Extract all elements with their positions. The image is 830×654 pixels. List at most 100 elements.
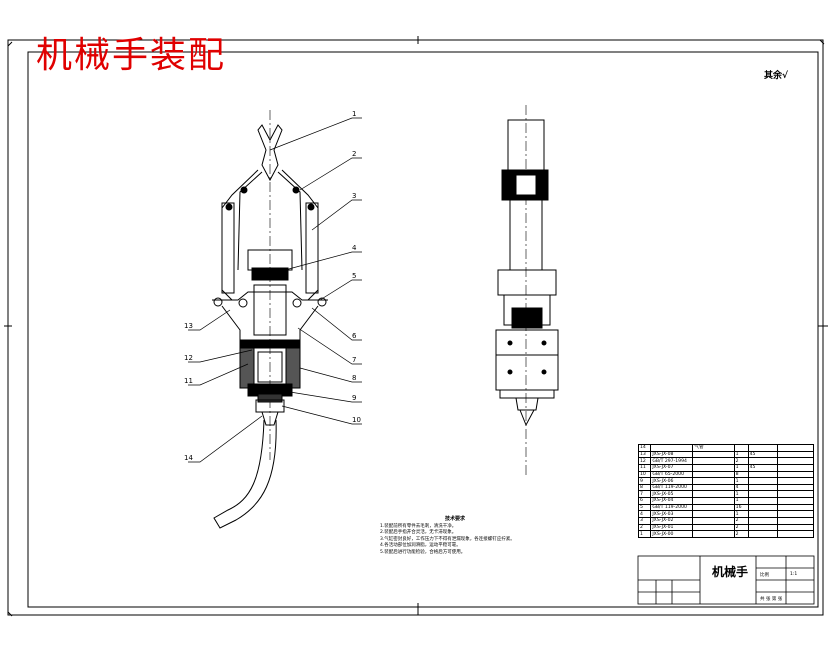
bom-cell-no: 5 xyxy=(637,503,652,512)
technical-notes: 技术要求 1.装配前所有零件去毛刺，清洗干净。 2.装配后手指开合灵活，无卡滞现… xyxy=(380,516,530,557)
bom-cell-no: 7 xyxy=(637,490,652,499)
title-block-scale-label: 比例 xyxy=(760,573,769,578)
bom-cell-qty: 2 xyxy=(733,457,749,465)
balloon-11: 11 xyxy=(184,377,193,385)
bom-cell-no: 3 xyxy=(637,517,652,525)
bom-row: 14 气管 xyxy=(637,444,815,452)
note-line: 1.装配前所有零件去毛刺，清洗干净。 xyxy=(380,523,457,529)
bom-cell-qty: 2 xyxy=(733,530,749,538)
balloon-3: 3 xyxy=(352,192,356,200)
bom-cell-qty: 2 xyxy=(733,523,749,532)
bom-cell-material xyxy=(747,470,778,479)
balloon-labels: 1 2 3 4 5 6 7 8 9 10 11 12 13 14 xyxy=(184,110,361,462)
bom-cell-note xyxy=(776,450,815,459)
balloon-1: 1 xyxy=(352,110,356,118)
bom-cell-qty: 4 xyxy=(733,483,749,492)
bom-cell-material xyxy=(747,503,778,512)
bom-cell-code: JXS-JX-01 xyxy=(650,523,694,532)
bom-cell-no: 6 xyxy=(637,497,652,505)
bom-cell-note xyxy=(776,490,815,499)
bom-cell-qty xyxy=(733,444,749,452)
bom-cell-qty: 1 xyxy=(733,463,749,472)
note-line: 4.各活动部位加润滑脂，运动平稳可靠。 xyxy=(380,543,461,549)
title-block-scale-value: 1:1 xyxy=(790,572,798,577)
bom-cell-material xyxy=(747,497,778,505)
bom-cell-name xyxy=(692,470,735,479)
bom-cell-material xyxy=(747,483,778,492)
bom-cell-material: 45 xyxy=(747,463,778,472)
bom-cell-material xyxy=(747,523,778,532)
bom-cell-qty: 2 xyxy=(733,517,749,525)
bom-cell-note xyxy=(776,503,815,512)
title-block-part-name: 机械手 xyxy=(712,565,749,579)
balloon-9: 9 xyxy=(352,394,356,402)
balloon-12: 12 xyxy=(184,354,193,362)
bom-cell-note xyxy=(776,463,815,472)
bom-cell-no: 8 xyxy=(637,483,652,492)
title-block-sheet: 共 张 第 张 xyxy=(760,597,783,602)
bom-cell-material xyxy=(747,457,778,465)
bom-cell-code: GB/T 297-1994 xyxy=(650,457,694,465)
bom-cell-name xyxy=(692,463,735,472)
balloon-leaders xyxy=(188,117,362,463)
bom-cell-material xyxy=(747,444,778,452)
bom-cell-no: 1 xyxy=(637,530,652,538)
notes-heading: 技术要求 xyxy=(444,516,465,522)
bom-cell-qty: 1 xyxy=(733,510,749,519)
bom-cell-material xyxy=(747,477,778,485)
bom-cell-code xyxy=(650,444,694,452)
bom-cell-name xyxy=(692,477,735,485)
bom-cell-material xyxy=(747,490,778,499)
title-block-grid xyxy=(637,555,815,605)
bom-cell-note xyxy=(776,444,815,452)
bom-cell-name xyxy=(692,497,735,505)
bom-cell-no: 2 xyxy=(637,523,652,532)
bom-cell-name xyxy=(692,457,735,465)
bom-cell-note xyxy=(776,457,815,465)
balloon-6: 6 xyxy=(352,332,357,340)
bom-cell-code: JXS-JX-04 xyxy=(650,497,694,505)
front-view xyxy=(212,110,328,529)
bom-cell-no: 12 xyxy=(637,457,652,465)
balloon-5: 5 xyxy=(352,272,356,280)
bom-cell-code: JXS-JX-08 xyxy=(650,450,694,459)
bom-cell-code: JXS-JX-02 xyxy=(650,517,694,525)
bom-cell-name xyxy=(692,490,735,499)
bom-cell-note xyxy=(776,483,815,492)
bom-cell-no: 9 xyxy=(637,477,652,485)
bom-cell-name xyxy=(692,503,735,512)
bom-cell-note xyxy=(776,517,815,525)
bom-cell-name xyxy=(692,483,735,492)
note-line: 3.气缸密封良好，工作压力下不得有泄漏现象，各连接螺钉应拧紧。 xyxy=(380,536,515,542)
bom-cell-no: 11 xyxy=(637,463,652,472)
bom-cell-name xyxy=(692,530,735,538)
bom-cell-name: 气管 xyxy=(692,444,735,452)
bom-cell-code: JXS-JX-05 xyxy=(650,490,694,499)
bom-cell-note xyxy=(776,497,815,505)
bom-cell-code: JXS-JX-07 xyxy=(650,463,694,472)
drawing-title: 机械手装配 xyxy=(36,35,227,76)
bom-cell-no: 4 xyxy=(637,510,652,519)
bom-cell-code: GB/T 65-2000 xyxy=(650,470,694,479)
bom-cell-no: 14 xyxy=(637,444,652,452)
bom-cell-name xyxy=(692,523,735,532)
bom-cell-material xyxy=(747,510,778,519)
bom-cell-no: 10 xyxy=(637,470,652,479)
bom-cell-qty: 1 xyxy=(733,477,749,485)
bom-cell-note xyxy=(776,477,815,485)
bom-cell-name xyxy=(692,510,735,519)
bom-cell-note xyxy=(776,510,815,519)
bom-cell-code: JXS-JX-06 xyxy=(650,477,694,485)
